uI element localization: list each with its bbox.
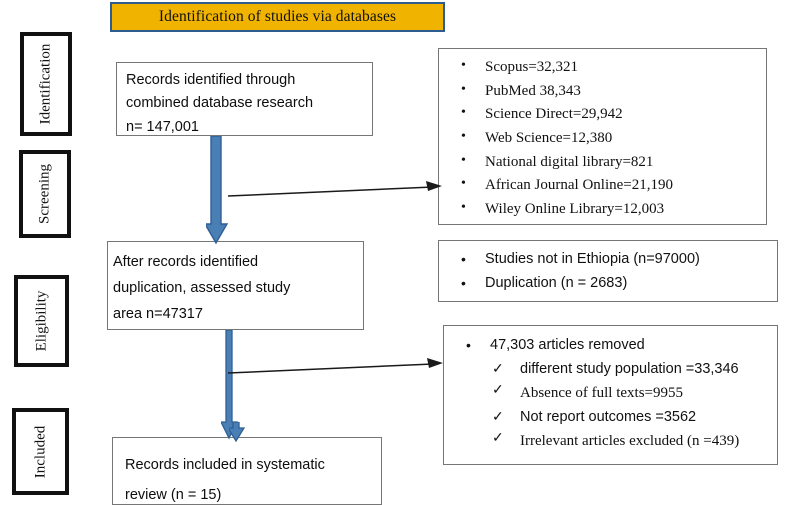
box-records-included: Records included in systematic review (n… xyxy=(112,437,382,505)
list-item: Studies not in Ethiopia (n=97000) xyxy=(439,248,777,272)
database-source-list: Scopus=32,321 PubMed 38,343 Science Dire… xyxy=(439,55,766,222)
list-item: Science Direct=29,942 xyxy=(439,102,766,127)
stage-label-eligibility-text: Eligibility xyxy=(33,290,49,352)
list-item: Irrelevant articles excluded (n =439) xyxy=(444,428,777,453)
stage-label-included-text: Included xyxy=(32,425,48,478)
excluded-eligibility-reason-list: different study population =33,346 Absen… xyxy=(444,357,777,454)
right-arrow-icon xyxy=(228,358,443,374)
list-item: Duplication (n = 2683) xyxy=(439,272,777,296)
stage-label-eligibility: Eligibility xyxy=(14,275,69,367)
right-arrow-icon xyxy=(228,181,442,197)
records-included-count: review (n = 15) xyxy=(125,487,222,504)
list-item: 47,303 articles removed xyxy=(444,334,777,358)
box-excluded-eligibility: 47,303 articles removed different study … xyxy=(443,325,778,465)
after-duplication-count: area n=47317 xyxy=(113,305,203,322)
box-excluded-screening: Studies not in Ethiopia (n=97000) Duplic… xyxy=(438,240,778,302)
down-arrow-icon xyxy=(206,136,229,245)
list-item: Wiley Online Library=12,003 xyxy=(439,197,766,222)
down-arrow-icon xyxy=(229,422,246,442)
list-item: Web Science=12,380 xyxy=(439,126,766,151)
box-database-sources: Scopus=32,321 PubMed 38,343 Science Dire… xyxy=(438,48,767,225)
list-item: Scopus=32,321 xyxy=(439,55,766,80)
list-item: Absence of full texts=9955 xyxy=(444,380,777,405)
diagram-title-banner: Identification of studies via databases xyxy=(110,2,445,32)
box-after-duplication: After records identified duplication, as… xyxy=(107,241,364,330)
records-identified-line-2: combined database research xyxy=(126,95,314,112)
list-item: different study population =33,346 xyxy=(444,357,777,381)
excluded-eligibility-heading-list: 47,303 articles removed xyxy=(444,334,777,358)
stage-label-screening: Screening xyxy=(19,150,71,238)
list-item: African Journal Online=21,190 xyxy=(439,173,766,198)
stage-label-included: Included xyxy=(12,408,69,495)
diagram-title-text: Identification of studies via databases xyxy=(158,8,397,25)
list-item: Not report outcomes =3562 xyxy=(444,405,777,429)
excluded-screening-list: Studies not in Ethiopia (n=97000) Duplic… xyxy=(439,248,777,296)
stage-label-identification-text: Identification xyxy=(37,43,54,125)
list-item: National digital library=821 xyxy=(439,150,766,175)
list-item: PubMed 38,343 xyxy=(439,79,766,104)
after-duplication-line-1: After records identified xyxy=(113,254,259,270)
stage-label-screening-text: Screening xyxy=(36,164,53,224)
after-duplication-line-2: duplication, assessed study xyxy=(113,279,291,296)
box-records-identified: Records identified through combined data… xyxy=(116,62,373,136)
stage-label-identification: Identification xyxy=(20,32,72,136)
records-included-line-1: Records included in systematic xyxy=(125,457,325,473)
records-identified-line-1: Records identified through xyxy=(126,72,296,88)
records-identified-count: n= 147,001 xyxy=(126,118,199,135)
